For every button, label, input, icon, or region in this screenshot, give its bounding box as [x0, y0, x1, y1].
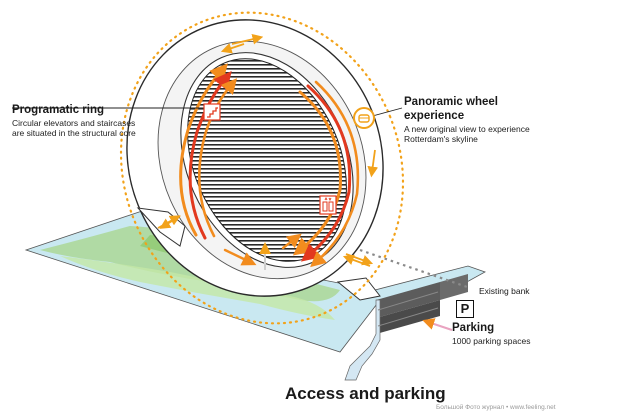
orbit-dotted-path — [119, 11, 405, 325]
wheel-line-2: Rotterdam's skyline — [404, 133, 478, 144]
circulation-arrows — [179, 63, 360, 268]
main-title: Access and parking — [285, 384, 446, 403]
existing-bank-label: Existing bank — [479, 286, 530, 296]
ring-title: Programatic ring — [12, 104, 105, 116]
wheel-line-1: A new original view to experience — [404, 123, 530, 134]
parking-icon: P — [456, 300, 474, 318]
panoramic-wheel-label: Panoramic wheel experience A new origina… — [404, 96, 584, 144]
parking-entry-arrow — [422, 318, 453, 331]
stairs-icon — [203, 103, 221, 121]
orbit-arrows — [157, 33, 379, 270]
ring-line-2: are situated in the structural core — [12, 127, 136, 138]
parking-label: Parking 1000 parking spaces — [452, 322, 530, 346]
elevator-icon — [319, 195, 337, 215]
parking-block — [344, 274, 468, 381]
parking-subtitle: 1000 parking spaces — [452, 335, 531, 346]
wheel-title-line-2: experience — [404, 109, 465, 122]
wheel-car-icon — [353, 107, 375, 129]
wheel-title-line-1: Panoramic wheel — [404, 96, 498, 108]
parking-title: Parking — [452, 322, 495, 334]
credit-watermark: Большой Фото журнал • www.feeling.net — [436, 404, 556, 411]
programatic-ring-label: Programatic ring Circular elevators and … — [12, 104, 202, 138]
ring-line-1: Circular elevators and staircases — [12, 117, 136, 128]
